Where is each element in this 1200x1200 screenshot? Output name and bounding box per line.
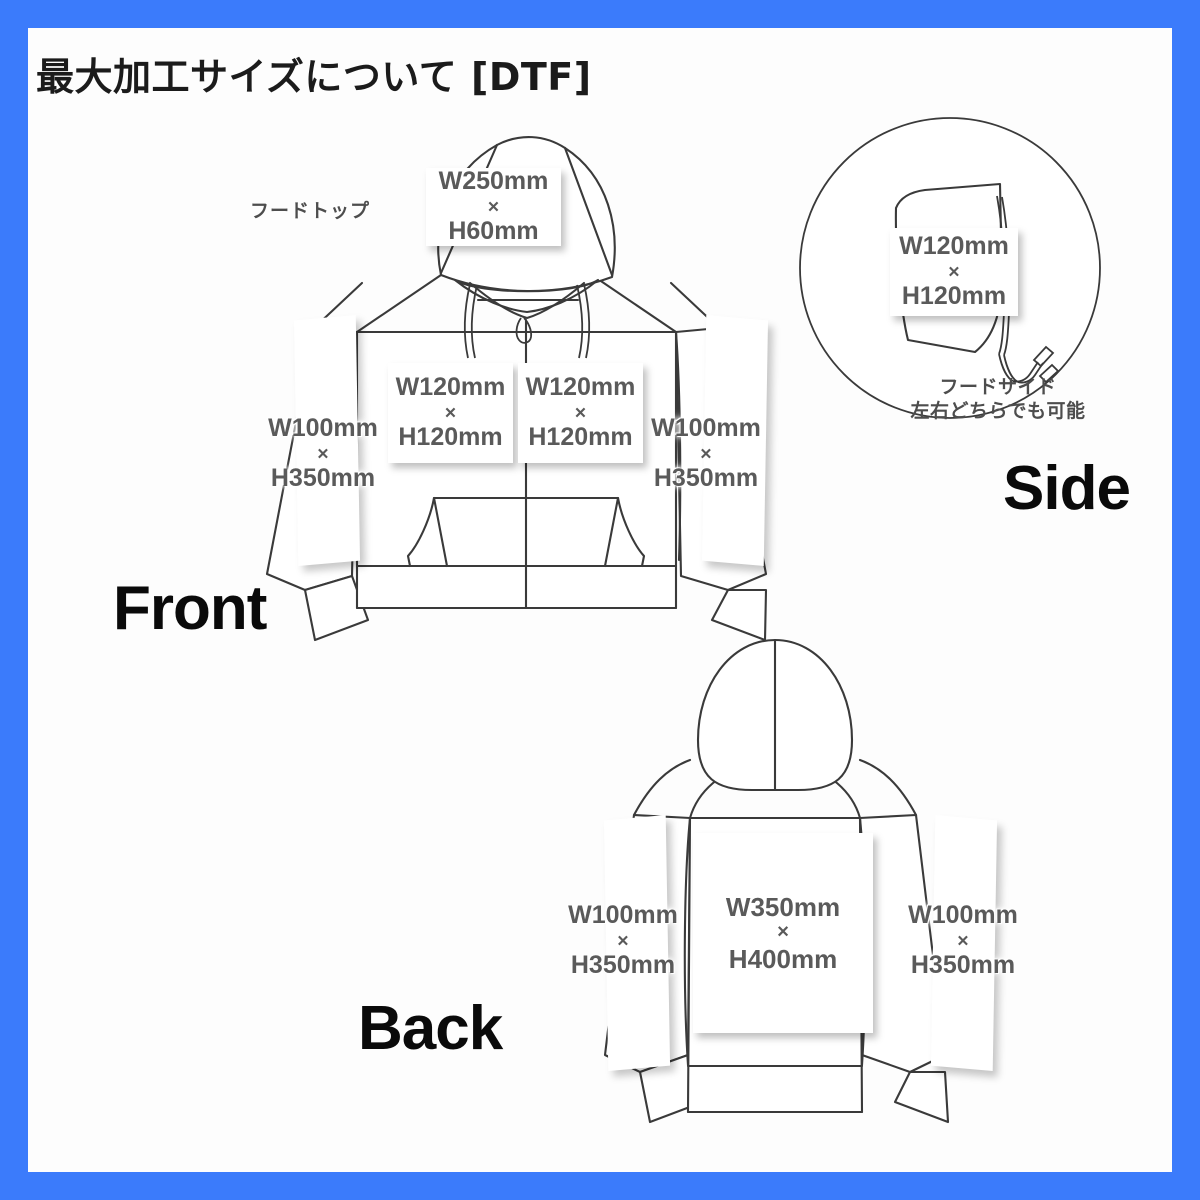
back-left-sleeve-size-h: H350mm [570,950,676,979]
front-right-sleeve-size-sep: × [700,442,712,465]
front-right-sleeve-size-h: H350mm [653,463,759,492]
front-right-chest-size-sep: × [574,401,587,424]
back-right-sleeve-size-h: H350mm [910,950,1016,979]
back-center-size-w: W350mm [725,891,841,922]
hood-top-print-area: W250mm × H60mm [426,168,561,246]
front-left-sleeve-size-w: W100mm [268,414,378,442]
front-left-sleeve-size-h: H350mm [270,463,376,492]
hood-side-note: フードサイド 左右どちらでも可能 [873,376,1123,424]
hood-top-note: フードトップ [250,200,371,222]
back-right-sleeve-size-w: W100mm [908,901,1018,929]
back-view-label: Back [358,994,503,1063]
side-view-label: Side [1003,454,1131,523]
front-right-chest-size-w: W120mm [525,373,636,402]
front-left-sleeve-size-sep: × [317,442,329,465]
hood-side-note-line1: フードサイド [939,376,1057,398]
back-left-sleeve-size-sep: × [617,929,629,952]
back-center-size-h: H400mm [728,943,838,974]
hood-top-size-h: H60mm [448,217,539,246]
hood-side-size-h: H120mm [901,282,1007,311]
hood-side-note-line2: 左右どちらでも可能 [910,399,1086,422]
diagram-canvas: 最大加工サイズについて [DTF] [28,28,1172,1172]
hood-top-size-w: W250mm [438,167,549,196]
back-center-print-area: W350mm × H400mm [693,833,873,1033]
front-left-chest-print-area: W120mm × H120mm [388,363,513,463]
back-left-sleeve-size: W100mm × H350mm [543,901,703,979]
front-left-chest-size-sep: × [444,401,457,424]
back-right-sleeve-size-sep: × [957,929,969,952]
back-right-sleeve-size: W100mm × H350mm [883,901,1043,979]
front-right-sleeve-size-w: W100mm [651,414,761,442]
hood-side-size-sep: × [948,260,960,283]
back-center-size-sep: × [777,921,789,944]
front-left-chest-size-h: H120mm [398,423,503,452]
front-left-chest-size-w: W120mm [395,373,506,402]
front-right-sleeve-size: W100mm × H350mm [626,414,786,492]
hood-top-size-sep: × [487,195,500,218]
front-right-chest-print-area: W120mm × H120mm [518,363,643,463]
page-title: 最大加工サイズについて [DTF] [36,55,592,99]
hood-side-print-area: W120mm × H120mm [890,228,1018,316]
front-right-chest-size-h: H120mm [528,423,633,452]
back-left-sleeve-size-w: W100mm [568,901,678,929]
front-left-sleeve-size: W100mm × H350mm [243,414,403,492]
hood-side-size-w: W120mm [899,232,1009,261]
back-hoodie-illustration [603,638,950,1124]
front-view-label: Front [113,574,267,643]
